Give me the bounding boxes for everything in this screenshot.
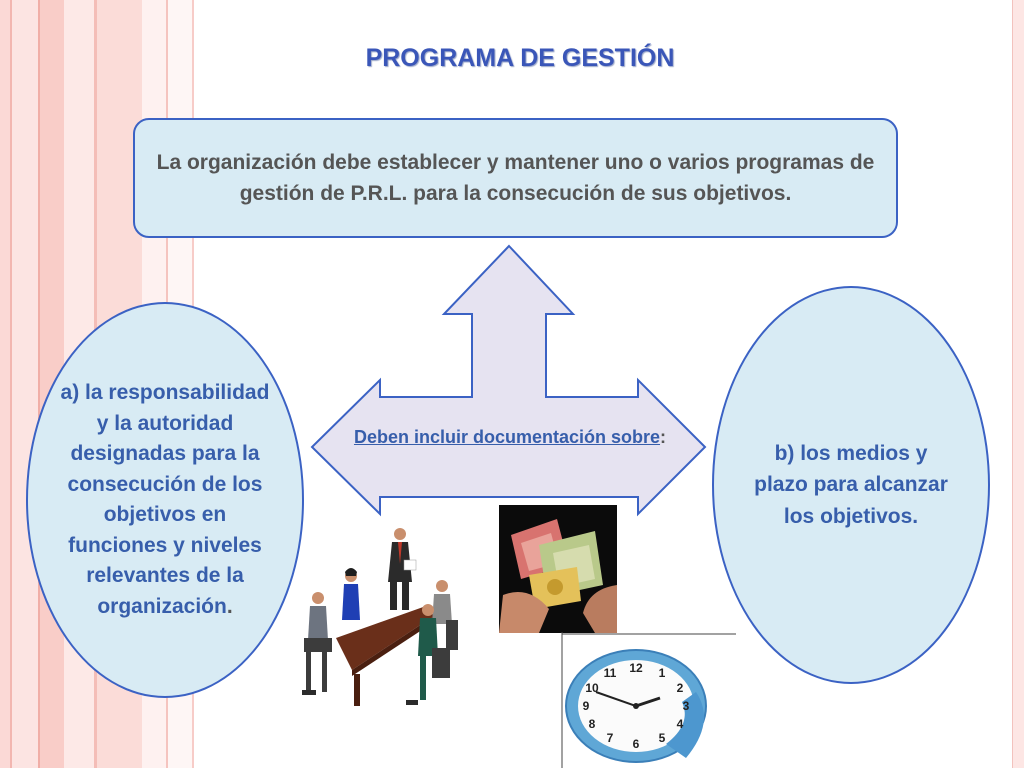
clock-number: 11: [604, 666, 617, 680]
means-oval: b) los medios y plazo para alcanzar los …: [712, 286, 990, 684]
clock-number: 4: [677, 717, 684, 731]
clock-number: 1: [659, 666, 666, 680]
arrow-label-text: Deben incluir documentación sobre: [353, 427, 661, 447]
definition-box: La organización debe establecer y manten…: [133, 118, 898, 238]
clock-number: 7: [607, 731, 614, 745]
responsibility-text: a) la responsabilidad y la autoridad des…: [52, 378, 278, 622]
seated-man-right-figure: [432, 580, 458, 650]
clock-hour-hand: [635, 696, 661, 708]
slide-title: PROGRAMA DE GESTIÓN: [365, 44, 675, 72]
arrow-label: Deben incluir documentación sobre:: [345, 424, 675, 451]
arrow-label-colon: :: [660, 427, 667, 447]
seated-woman-figure: [342, 568, 360, 620]
means-text: b) los medios y plazo para alcanzar los …: [754, 441, 948, 528]
seated-woman-right-figure: [406, 604, 450, 705]
clock-number: 8: [589, 717, 596, 731]
clock-number: 10: [585, 681, 599, 695]
seated-man-left-figure: [302, 592, 332, 695]
meeting-illustration: [302, 528, 458, 706]
clock-minute-hand: [595, 691, 637, 707]
clock-number: 9: [583, 699, 590, 713]
clock-number: 3: [683, 699, 690, 713]
clock-number: 5: [659, 731, 666, 745]
responsibility-text-period: .: [226, 594, 233, 618]
responsibility-text-main: a) la responsabilidad y la autoridad des…: [60, 381, 270, 618]
three-way-arrow-shape: [310, 244, 707, 517]
clock-illustration: 12 1 2 3 4 5 6 7 8 9 10 11: [561, 632, 736, 768]
clock-number: 12: [629, 661, 643, 675]
clock-number: 6: [633, 737, 640, 751]
responsibility-oval: a) la responsabilidad y la autoridad des…: [26, 302, 304, 698]
clock-number: 2: [677, 681, 684, 695]
money-photo: [499, 505, 617, 633]
definition-text: La organización debe establecer y manten…: [156, 151, 875, 205]
standing-presenter-figure: [388, 528, 417, 610]
right-decorative-stripe: [1012, 0, 1024, 768]
